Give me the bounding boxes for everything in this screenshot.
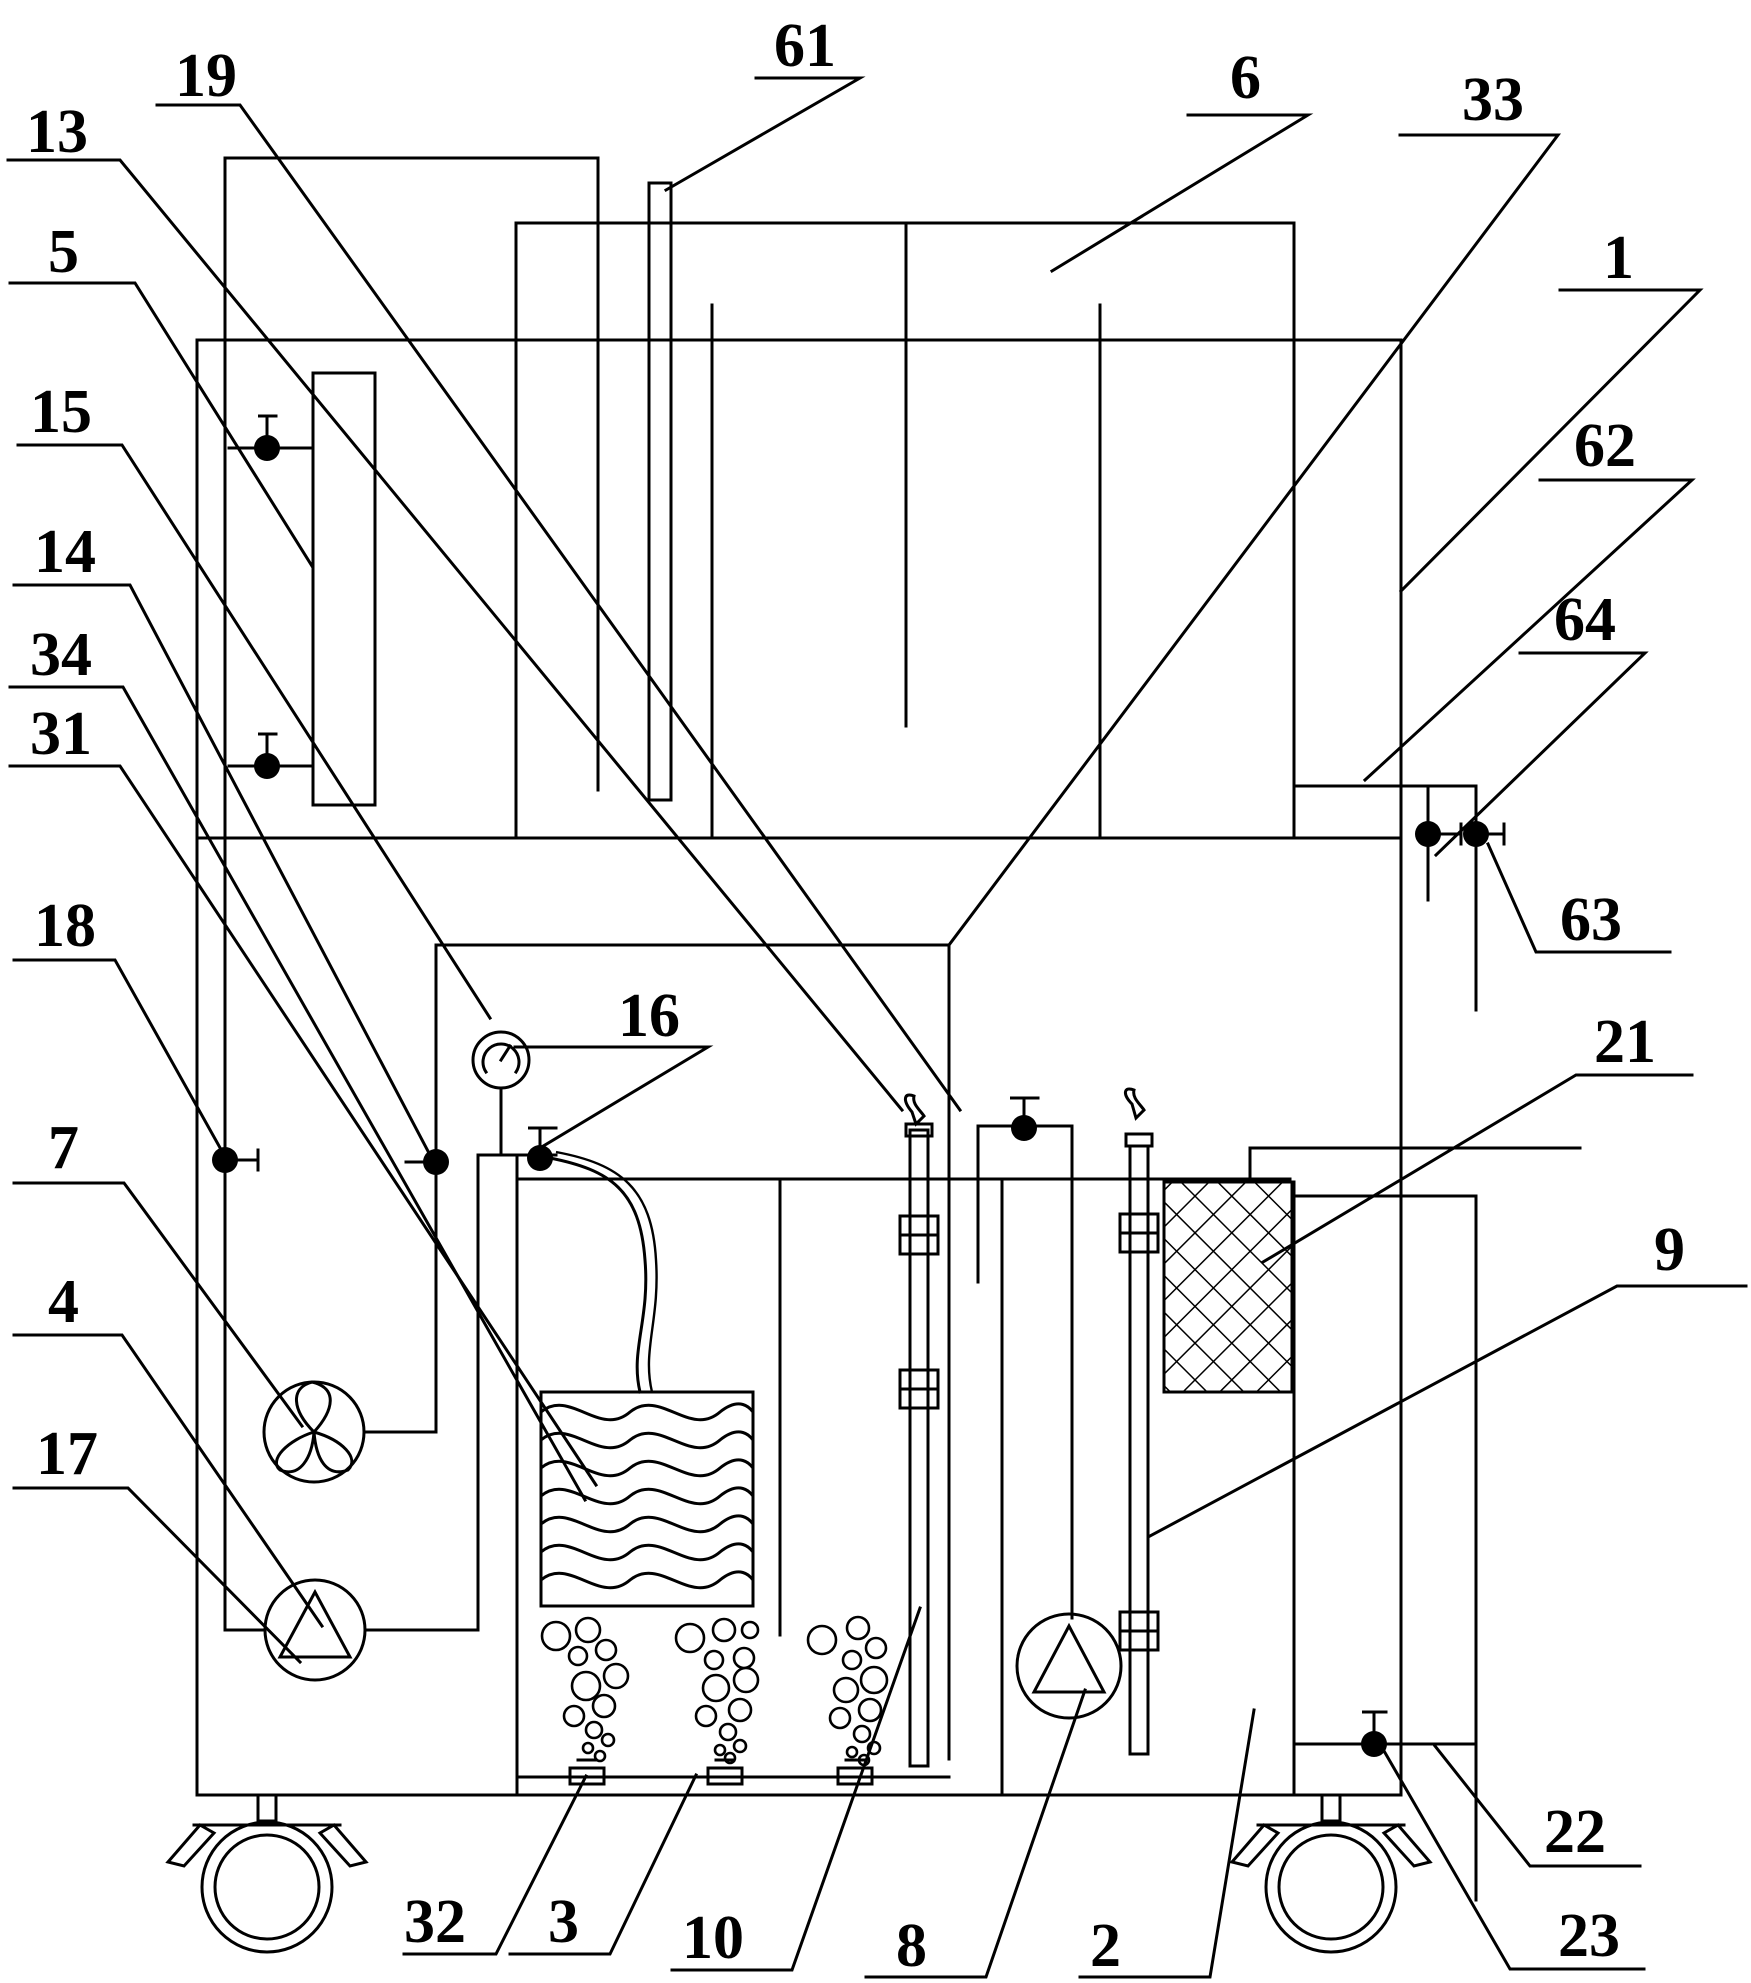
valve-icon[interactable] [1415, 821, 1441, 847]
label-64: 64 [1554, 586, 1616, 654]
label-31: 31 [30, 700, 92, 768]
aeration-tank [515, 1153, 1292, 1797]
wheel-left [165, 1793, 369, 1954]
leader-lines [6, 76, 1748, 1979]
main-frame [195, 338, 1403, 1797]
label-15: 15 [30, 378, 92, 446]
filler-block [539, 1390, 755, 1608]
outlet-pipe [1399, 784, 1506, 1012]
level-gauge [647, 181, 673, 802]
valve-icon[interactable] [254, 435, 280, 461]
label-18: 18 [34, 892, 96, 960]
middle-chamber [434, 943, 951, 1761]
label-8: 8 [896, 1912, 927, 1980]
valve-icon[interactable] [1011, 1115, 1037, 1141]
pump-8 [1015, 1612, 1123, 1720]
label-9: 9 [1654, 1216, 1685, 1284]
label-10: 10 [682, 1904, 744, 1972]
pipe-13 [223, 156, 600, 1632]
part-labels: 19 13 5 15 14 34 31 18 7 4 17 16 61 6 33… [26, 12, 1685, 1980]
fan-7 [262, 1149, 449, 1484]
wheel-right [1229, 1793, 1433, 1954]
valve-icon[interactable] [254, 753, 280, 779]
label-5: 5 [48, 218, 79, 286]
label-21: 21 [1594, 1008, 1656, 1076]
air-hose [548, 1156, 648, 1394]
bubbles [540, 1615, 889, 1767]
label-6: 6 [1230, 44, 1261, 112]
label-1: 1 [1603, 224, 1634, 292]
label-17: 17 [36, 1420, 98, 1488]
label-4: 4 [48, 1268, 79, 1336]
filter-column [227, 371, 377, 807]
label-7: 7 [48, 1114, 79, 1182]
sensor-probe-10 [898, 1093, 940, 1768]
pipe-19 [976, 1096, 1074, 1620]
valve-icon[interactable] [1463, 821, 1489, 847]
sensor-probe-9 [1118, 1087, 1160, 1756]
label-3: 3 [548, 1888, 579, 1956]
pressure-gauge [471, 1030, 531, 1157]
valve-18[interactable] [212, 1147, 260, 1173]
label-23: 23 [1558, 1902, 1620, 1970]
side-chamber [1292, 1180, 1478, 1902]
label-22: 22 [1544, 1798, 1606, 1866]
aerators [568, 1758, 874, 1786]
label-63: 63 [1560, 886, 1622, 954]
upper-tank [514, 221, 1403, 840]
valve-icon[interactable] [1361, 1731, 1387, 1757]
label-19: 19 [175, 42, 237, 110]
label-32: 32 [404, 1888, 466, 1956]
valve-16[interactable] [515, 1126, 558, 1171]
mesh-filter [1162, 1146, 1582, 1394]
label-62: 62 [1574, 412, 1636, 480]
label-61: 61 [774, 12, 836, 80]
label-14: 14 [34, 518, 96, 586]
label-2: 2 [1090, 1912, 1121, 1980]
label-13: 13 [26, 98, 88, 166]
label-33: 33 [1462, 66, 1524, 134]
label-34: 34 [30, 621, 92, 689]
label-16: 16 [618, 982, 680, 1050]
